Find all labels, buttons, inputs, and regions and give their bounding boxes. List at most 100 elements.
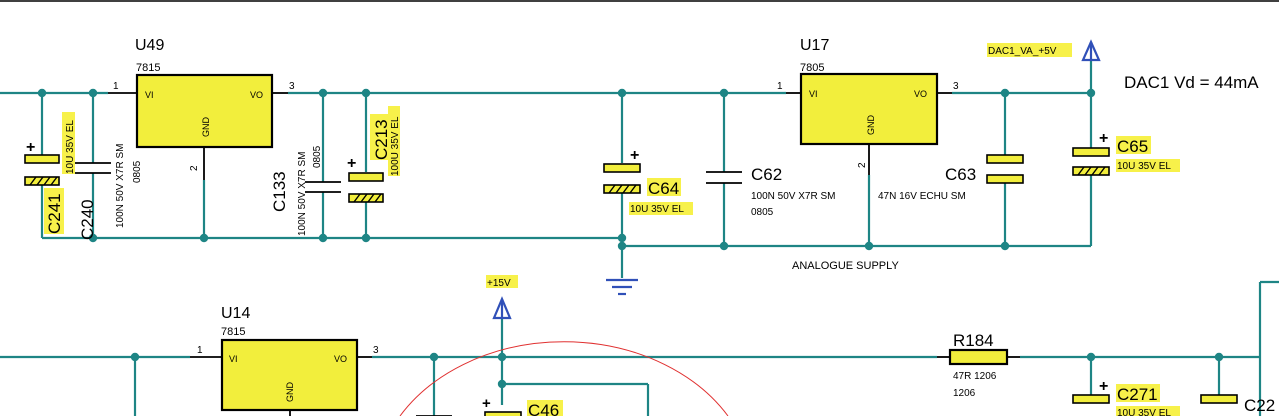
- c133-ref: C133: [270, 171, 289, 212]
- c271-value: 10U 35V EL: [1117, 408, 1171, 416]
- u49-pin1: 1: [113, 81, 119, 92]
- u14-pin-vo: VO: [334, 354, 347, 364]
- power-flag-dac1-va[interactable]: DAC1_VA_+5V: [987, 39, 1101, 62]
- c62-ref: C62: [751, 165, 782, 184]
- c241-plus: +: [26, 139, 35, 156]
- c213-value-highlight: [388, 106, 400, 176]
- c63-ref: C63: [945, 165, 976, 184]
- c64-ref-highlight: [647, 178, 681, 196]
- u14-pin-vi: VI: [229, 354, 238, 364]
- c213-ref: C213: [372, 119, 391, 160]
- c62-value: 100N 50V X7R SM: [751, 191, 836, 202]
- regulator-u49[interactable]: U49 7815 1 3 2 VI VO GND: [108, 37, 295, 180]
- c46-ref-highlight: [527, 400, 563, 416]
- bottom-wires: [0, 280, 1279, 416]
- c241-ref: C241: [45, 193, 64, 234]
- power-arrow-icon: [492, 296, 512, 320]
- u49-pin-vo: VO: [250, 90, 263, 100]
- u14-value: 7815: [221, 326, 245, 338]
- capacitor-c240[interactable]: C240 100N 50V X7R SM 0805: [75, 144, 143, 241]
- c64-hatch: [608, 184, 637, 194]
- c271-ref: C271: [1117, 385, 1158, 404]
- c213-value: 100U 35V EL: [390, 116, 401, 176]
- capacitor-c271[interactable]: + C271 10U 35V EL: [1072, 378, 1180, 416]
- u17-pin2: 2: [857, 162, 868, 168]
- capacitor-c22x[interactable]: C22: [1200, 394, 1275, 415]
- u49-value: 7815: [136, 62, 160, 74]
- c213-hatch: [353, 193, 382, 203]
- c271-value-highlight: [1116, 406, 1180, 416]
- u17-pin-vi: VI: [809, 89, 818, 99]
- net-analogue-supply: ANALOGUE SUPPLY: [792, 260, 899, 272]
- u17-value: 7805: [800, 62, 824, 74]
- c65-ref: C65: [1117, 137, 1148, 156]
- c65-ref-highlight: [1116, 136, 1151, 154]
- c63-value: 47N 16V ECHU SM: [878, 191, 966, 202]
- net-plus15v: +15V: [487, 278, 511, 289]
- top-junctions: [37, 88, 1096, 251]
- net-dac1-va: DAC1_VA_+5V: [988, 46, 1057, 57]
- capacitor-c63[interactable]: C63 47N 16V ECHU SM: [878, 154, 1024, 202]
- c271-plus: +: [1099, 378, 1108, 395]
- c213-ref-highlight: [370, 114, 390, 160]
- capacitor-c241[interactable]: + C241 10U 35V EL: [24, 112, 76, 234]
- u49-ref: U49: [135, 37, 164, 54]
- c64-plus: +: [630, 147, 639, 164]
- red-circle-annotation: [399, 341, 729, 416]
- u14-pin1: 1: [197, 345, 203, 356]
- u14-pin3: 3: [373, 345, 379, 356]
- c133-value: 100N 50V X7R SM: [297, 152, 308, 237]
- c213-plus: +: [347, 155, 356, 172]
- u17-ref: U17: [800, 37, 829, 54]
- c241-hatch: [29, 176, 58, 186]
- c65-value-highlight: [1116, 159, 1180, 172]
- r184-package: 1206: [953, 388, 976, 399]
- c240-value: 100N 50V X7R SM: [115, 144, 126, 229]
- c46-ref: C46: [528, 401, 559, 416]
- capacitor-c65[interactable]: + C65 10U 35V EL: [1072, 130, 1180, 176]
- resistor-r184[interactable]: R184 47R 1206 1206: [937, 331, 1020, 399]
- c241-value: 10U 35V EL: [65, 120, 76, 174]
- c241-ref-highlight: [44, 188, 64, 234]
- u17-pin-gnd: GND: [866, 115, 876, 136]
- c64-ref: C64: [648, 179, 679, 198]
- c240-package: 0805: [132, 160, 143, 183]
- c64-value-highlight: [629, 202, 693, 215]
- power-flag-15v[interactable]: +15V: [486, 275, 518, 320]
- capacitor-c46[interactable]: + C46: [416, 395, 563, 416]
- capacitor-c62[interactable]: C62 100N 50V X7R SM 0805: [706, 165, 836, 218]
- regulator-u14[interactable]: U14 7815 1 3 VI VO GND: [190, 305, 379, 416]
- u17-pin1: 1: [777, 81, 783, 92]
- c241-value-highlight: [62, 112, 75, 174]
- c65-plus: +: [1099, 130, 1108, 147]
- regulator-u17[interactable]: U17 7805 1 3 2 VI VO GND: [777, 37, 959, 175]
- c22x-ref: C22: [1244, 396, 1275, 415]
- dac1-va-highlight: [987, 43, 1072, 57]
- c62-package: 0805: [751, 207, 774, 218]
- capacitor-c64[interactable]: + C64 10U 35V EL: [603, 147, 693, 215]
- u49-pin-vi: VI: [145, 90, 154, 100]
- capacitor-c133[interactable]: C133 100N 50V X7R SM 0805: [270, 145, 341, 236]
- u49-pin2: 2: [189, 165, 200, 171]
- plus15v-highlight: [486, 275, 518, 288]
- u14-pin-gnd: GND: [285, 382, 295, 403]
- c271-ref-highlight: [1116, 384, 1160, 402]
- c46-plus: +: [482, 395, 491, 412]
- dac1-vd-note: DAC1 Vd = 44mA: [1124, 73, 1259, 92]
- c65-value: 10U 35V EL: [1117, 161, 1171, 172]
- u49-pin3: 3: [289, 81, 295, 92]
- capacitor-c213[interactable]: + C213 100U 35V EL: [347, 106, 401, 203]
- ground-icon: [606, 278, 638, 296]
- c64-value: 10U 35V EL: [630, 204, 684, 215]
- u49-pin-gnd: GND: [201, 117, 211, 138]
- c133-package: 0805: [312, 145, 323, 168]
- power-arrow-icon: [1081, 39, 1101, 62]
- r184-value: 47R 1206: [953, 371, 997, 382]
- top-wires: [0, 60, 1093, 278]
- u14-ref: U14: [221, 305, 250, 322]
- c240-ref: C240: [78, 199, 97, 240]
- c65-hatch: [1077, 166, 1106, 176]
- u17-pin-vo: VO: [914, 89, 927, 99]
- r184-ref: R184: [953, 331, 994, 350]
